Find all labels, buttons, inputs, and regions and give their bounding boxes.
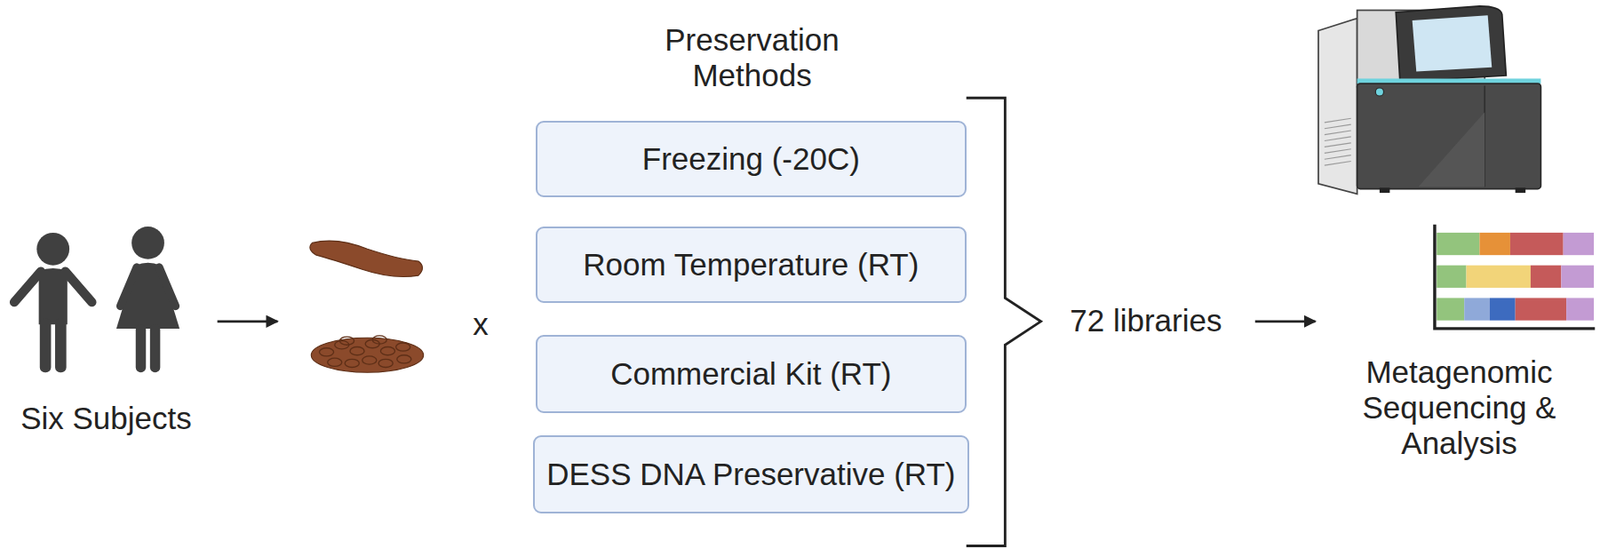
vent-slot	[1324, 130, 1352, 136]
bar-segment	[1436, 265, 1466, 288]
person-arm	[14, 271, 41, 303]
person-torso	[39, 268, 68, 325]
bar-segment	[1464, 297, 1490, 320]
bar-segment	[1466, 265, 1531, 288]
bar-segment	[1515, 297, 1567, 320]
diagram-label: Six Subjects	[20, 400, 192, 437]
method-box: Freezing (-20C)	[535, 120, 967, 198]
diagram-label: Metagenomic Sequencing & Analysis	[1357, 354, 1562, 462]
stacked-bar-chart	[1436, 232, 1594, 321]
bracket	[966, 97, 1042, 546]
bar-segment	[1560, 265, 1594, 288]
stool-lump	[372, 335, 387, 344]
stool-lump	[344, 358, 359, 367]
person-leg	[150, 324, 160, 373]
person-head	[131, 226, 165, 260]
bar-segment	[1566, 297, 1594, 320]
diagram-label: 72 libraries	[1069, 302, 1222, 339]
method-label: Commercial Kit (RT)	[610, 356, 892, 392]
method-label: DESS DNA Preservative (RT)	[546, 456, 956, 493]
method-label: Freezing (-20C)	[642, 141, 860, 177]
stool-log	[310, 240, 423, 277]
stool-lump	[397, 355, 412, 364]
person-head	[36, 232, 70, 266]
bar-segment	[1530, 265, 1561, 288]
vent-slot	[1324, 161, 1352, 167]
stool-lump	[339, 336, 354, 345]
stool-lump	[378, 358, 393, 367]
person-arm	[120, 267, 137, 307]
bar-segment	[1510, 232, 1564, 255]
stool-lump	[362, 356, 377, 365]
vent-slot	[1324, 155, 1352, 160]
sequencer-instrument	[1318, 6, 1541, 194]
method-box: Room Temperature (RT)	[535, 226, 967, 303]
person-arm	[159, 267, 176, 307]
bar-segment	[1436, 232, 1480, 255]
diagram-label: Preservation Methods	[650, 22, 855, 94]
stool-lump	[319, 348, 335, 357]
vent-slot	[1324, 136, 1352, 142]
method-box: Commercial Kit (RT)	[535, 334, 967, 414]
stool-lump	[396, 342, 411, 351]
flow-arrow	[217, 319, 279, 323]
person-leg	[55, 318, 67, 373]
person-arm	[65, 271, 93, 303]
vent-slot	[1324, 124, 1352, 129]
person-icons	[14, 226, 180, 373]
stool-lump	[350, 347, 365, 356]
stool-lump	[327, 358, 343, 367]
bar-segment	[1479, 232, 1510, 255]
bar-segment	[1436, 297, 1465, 320]
vent-slot	[1324, 118, 1352, 123]
diagram-label: x	[472, 306, 489, 343]
method-box: DESS DNA Preservative (RT)	[533, 435, 969, 513]
person-leg	[135, 324, 146, 373]
vent-slot	[1324, 143, 1352, 148]
chart-axes	[1434, 224, 1595, 329]
vent-slot	[1324, 149, 1352, 154]
method-label: Room Temperature (RT)	[582, 246, 919, 283]
stool-lump	[380, 347, 395, 356]
stool-pile	[310, 335, 423, 373]
flow-arrow	[1255, 319, 1316, 323]
bar-segment	[1489, 297, 1516, 320]
bar-segment	[1563, 232, 1594, 255]
person-dress	[116, 262, 180, 329]
person-leg	[39, 318, 52, 373]
